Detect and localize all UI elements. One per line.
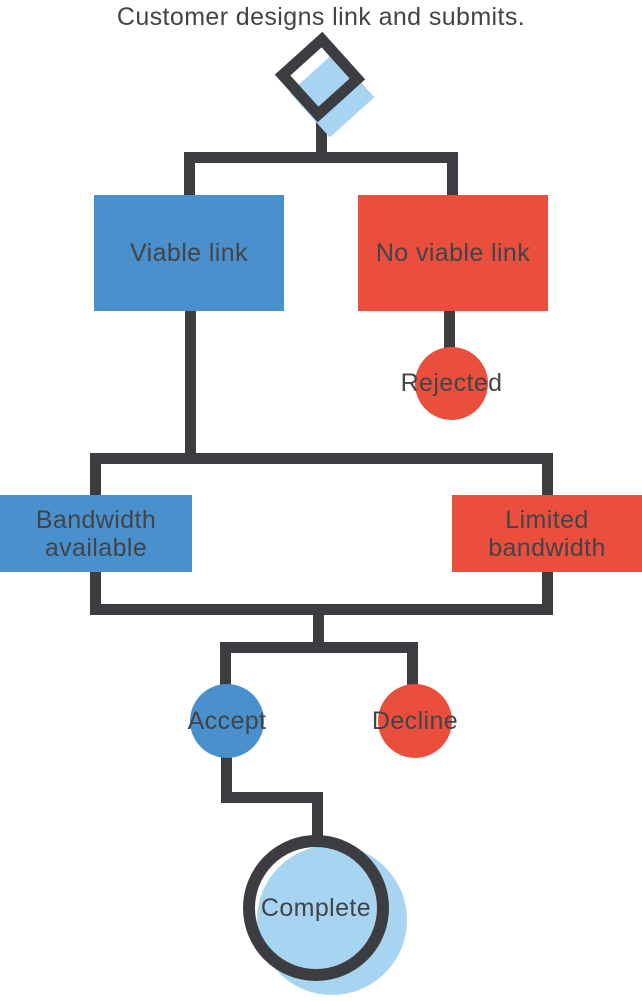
node-accept: Accept [187, 684, 267, 758]
connector-rect-to-split2 [313, 610, 324, 652]
rejected-label: Rejected [400, 369, 503, 397]
connector-split1-bar [184, 152, 458, 163]
connector-accept-jog-bar [221, 792, 323, 803]
connector-accept-stem [221, 750, 232, 803]
diagram-title: Customer designs link and submits. [116, 3, 526, 31]
connector-viable-to-bandwidth [185, 305, 196, 458]
connector-noviable-to-rejected [444, 305, 455, 350]
node-viable-link: Viable link [94, 195, 284, 311]
node-rejected: Rejected [401, 347, 502, 420]
node-decline: Decline [372, 684, 458, 758]
decline-label: Decline [371, 706, 459, 735]
node-bandwidth-available: Bandwidth available [0, 495, 192, 572]
limited-bandwidth-label: Limited bandwidth [488, 505, 606, 562]
node-complete: Complete [243, 835, 389, 981]
connector-jog-to-complete [312, 792, 323, 847]
connector-split2-left-drop [220, 642, 231, 690]
no-viable-link-label: No viable link [375, 238, 531, 267]
accept-label: Accept [187, 706, 267, 735]
viable-link-label: Viable link [130, 238, 248, 267]
node-limited-bandwidth: Limited bandwidth [452, 495, 642, 572]
connector-split1-left-drop [184, 152, 195, 202]
connector-split2-right-drop [407, 642, 418, 690]
complete-label: Complete [260, 893, 372, 922]
connector-split2-bar [220, 642, 418, 653]
connector-start-stem [316, 100, 327, 163]
bandwidth-available-label: Bandwidth available [35, 505, 157, 562]
node-no-viable-link: No viable link [358, 195, 548, 311]
connector-split1-right-drop [447, 152, 458, 202]
